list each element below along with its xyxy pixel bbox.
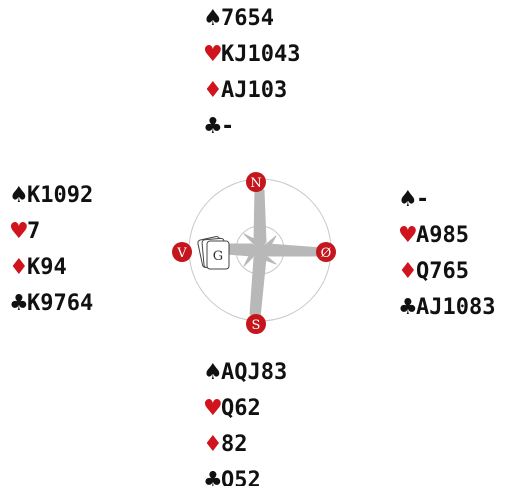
east-hearts-row: ♥A985 <box>398 218 495 254</box>
heart-icon: ♥ <box>203 396 223 421</box>
south-clubs-row: ♣Q52 <box>203 463 287 486</box>
south-badge-circle <box>246 314 266 334</box>
north-spades-row: ♠7654 <box>203 1 300 37</box>
diamond-icon: ♦ <box>203 432 223 457</box>
east-spades-row: ♠- <box>398 182 495 218</box>
north-label: N <box>250 176 261 191</box>
east-label: Ø <box>321 246 332 261</box>
north-clubs: - <box>221 114 235 139</box>
north-spades: 7654 <box>221 6 274 31</box>
south-hearts-row: ♥Q62 <box>203 391 287 427</box>
south-clubs: Q52 <box>221 468 261 486</box>
spade-icon: ♠ <box>9 183 29 208</box>
south-label: S <box>252 318 261 333</box>
south-badge: S <box>246 314 266 334</box>
north-hand: ♠7654 ♥KJ1043 ♦AJ103 ♣- <box>203 1 300 145</box>
spade-icon: ♠ <box>203 360 223 385</box>
east-hearts: A985 <box>416 223 469 248</box>
north-diamonds: AJ103 <box>221 78 288 103</box>
north-hearts: KJ1043 <box>221 42 301 67</box>
east-badge: Ø <box>316 242 336 262</box>
west-hearts-row: ♥7 <box>9 214 93 250</box>
south-hand: ♠AQJ83 ♥Q62 ♦82 ♣Q52 <box>203 355 287 486</box>
north-badge-circle <box>246 172 266 192</box>
west-diamonds-row: ♦K94 <box>9 250 93 286</box>
club-icon: ♣ <box>9 291 29 316</box>
north-hearts-row: ♥KJ1043 <box>203 37 300 73</box>
club-icon: ♣ <box>203 468 223 486</box>
west-badge-circle <box>172 242 192 262</box>
diamond-icon: ♦ <box>398 259 418 284</box>
compass-rose: G N Ø S V <box>172 172 336 334</box>
north-clubs-row: ♣- <box>203 109 300 145</box>
club-icon: ♣ <box>398 295 418 320</box>
diamond-icon: ♦ <box>203 78 223 103</box>
heart-icon: ♥ <box>398 223 418 248</box>
compass-point-sw <box>243 249 261 267</box>
west-clubs: K9764 <box>27 291 94 316</box>
south-spades-row: ♠AQJ83 <box>203 355 287 391</box>
east-spades: - <box>416 187 430 212</box>
east-diamonds: Q765 <box>416 259 469 284</box>
east-diamonds-row: ♦Q765 <box>398 254 495 290</box>
heart-icon: ♥ <box>203 42 223 67</box>
spade-icon: ♠ <box>398 187 418 212</box>
compass-point-ne <box>259 235 277 251</box>
north-diamonds-row: ♦AJ103 <box>203 73 300 109</box>
west-diamonds: K94 <box>27 255 67 280</box>
south-diamonds-row: ♦82 <box>203 427 287 463</box>
west-spades-row: ♠K1092 <box>9 178 93 214</box>
west-hearts: 7 <box>27 219 41 244</box>
west-label: V <box>176 246 187 261</box>
north-badge: N <box>246 172 266 192</box>
south-spades: AQJ83 <box>221 360 288 385</box>
club-icon: ♣ <box>203 114 223 139</box>
spade-icon: ♠ <box>203 6 223 31</box>
east-clubs-row: ♣AJ1083 <box>398 290 495 326</box>
west-spades: K1092 <box>27 183 94 208</box>
east-clubs: AJ1083 <box>416 295 496 320</box>
heart-icon: ♥ <box>9 219 29 244</box>
compass-point-south <box>249 249 267 319</box>
card-front <box>206 240 230 270</box>
east-badge-circle <box>316 242 336 262</box>
west-clubs-row: ♣K9764 <box>9 286 93 322</box>
compass-point-se <box>259 249 277 265</box>
west-hand: ♠K1092 ♥7 ♦K94 ♣K9764 <box>9 178 93 322</box>
west-badge: V <box>172 242 192 262</box>
south-hearts: Q62 <box>221 396 261 421</box>
south-diamonds: 82 <box>221 432 248 457</box>
diamond-icon: ♦ <box>9 255 29 280</box>
dealer-card-stack: G <box>197 236 230 270</box>
compass-point-nw <box>243 233 261 251</box>
east-hand: ♠- ♥A985 ♦Q765 ♣AJ1083 <box>398 182 495 326</box>
dealer-label: G <box>213 249 223 264</box>
